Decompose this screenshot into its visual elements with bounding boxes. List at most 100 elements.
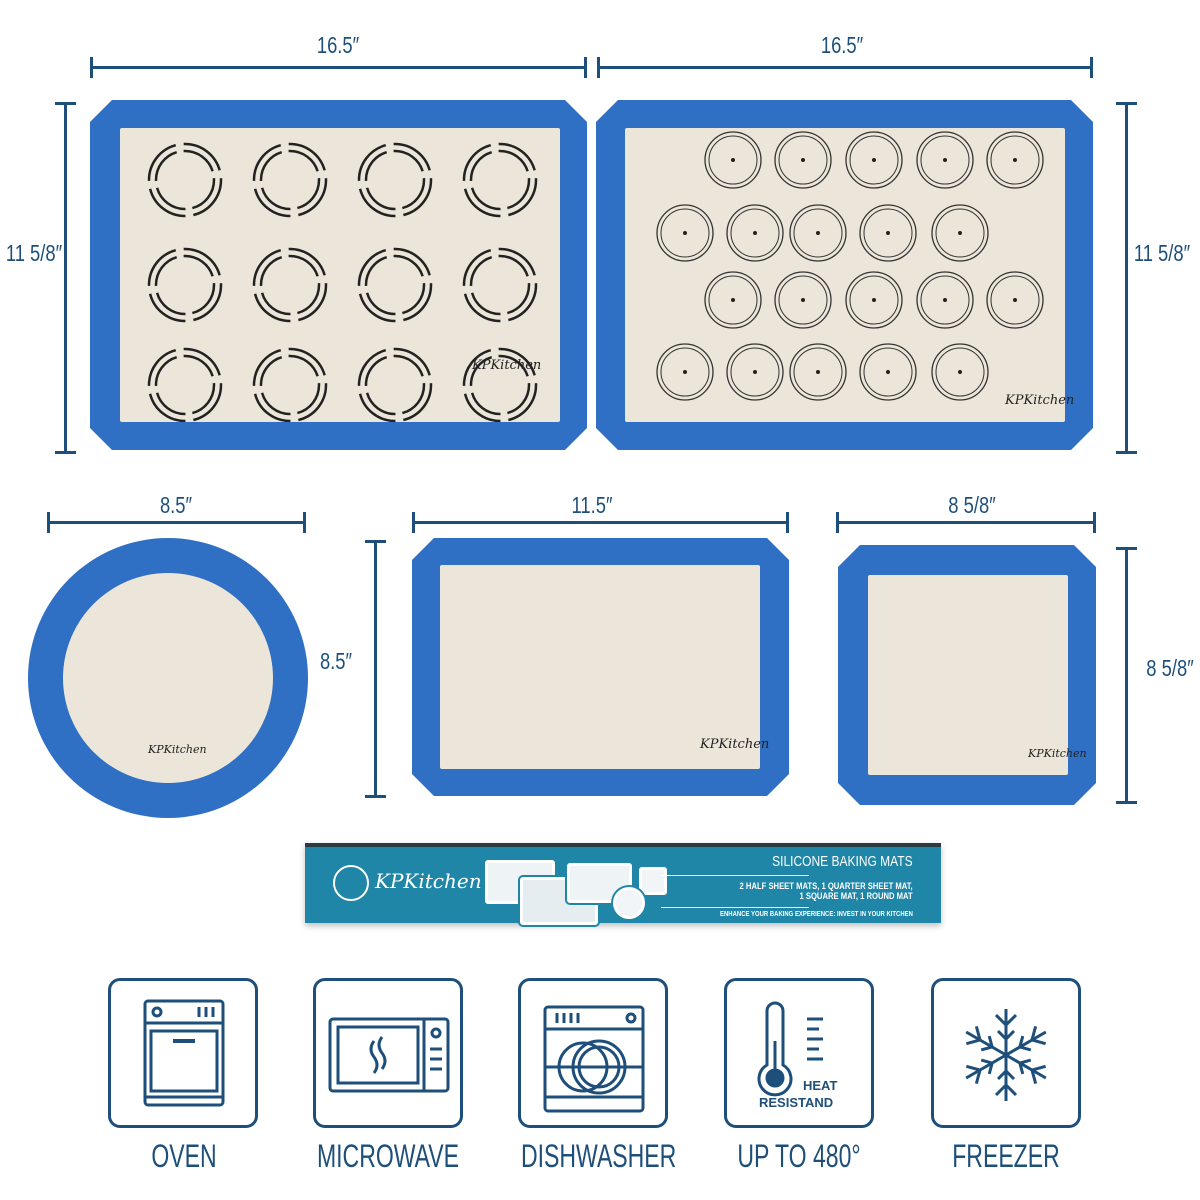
mat-illustration xyxy=(639,867,667,895)
mat-surface: KPKitchen xyxy=(625,128,1065,422)
divider xyxy=(661,907,809,908)
cookie-ring-outer xyxy=(464,144,536,216)
macaron-center-dot xyxy=(943,298,947,302)
dimension-label: 8.5″ xyxy=(319,648,353,674)
mat-illustration xyxy=(613,887,645,919)
cookie-ring-outer xyxy=(359,144,431,216)
macaron-center-dot xyxy=(801,158,805,162)
thermometer-icon xyxy=(757,1001,823,1097)
contents-line: 2 HALF SHEET MATS, 1 QUARTER SHEET MAT, xyxy=(739,881,913,891)
heat-badge-line2: RESISTAND xyxy=(759,1095,834,1110)
macaron-circle-inner xyxy=(936,348,984,396)
heat-badge-line1: HEAT xyxy=(803,1078,838,1093)
dimension-label: 8.5″ xyxy=(159,492,193,518)
cookie-ring-inner xyxy=(156,256,214,314)
macaron-circle-inner xyxy=(794,209,842,257)
macaron-center-dot xyxy=(731,158,735,162)
feature-freezer xyxy=(931,978,1081,1128)
microwave-icon xyxy=(328,1017,450,1093)
cookie-ring-outer xyxy=(149,349,221,421)
macaron-circle-outer xyxy=(775,132,831,188)
macaron-circle-inner xyxy=(991,276,1039,324)
snowflake-icon xyxy=(959,1009,1053,1103)
macaron-circle-outer xyxy=(775,272,831,328)
dimension-line xyxy=(47,512,306,533)
feature-label: UP TO 480° xyxy=(737,1138,861,1174)
macaron-circle-inner xyxy=(921,276,969,324)
macaron-circle-outer xyxy=(846,272,902,328)
macaron-circle-inner xyxy=(864,209,912,257)
macaron-circle-inner xyxy=(731,209,779,257)
macaron-circle-outer xyxy=(846,132,902,188)
cookie-ring-inner xyxy=(366,256,424,314)
dimension-line xyxy=(412,512,789,533)
cookie-ring-inner xyxy=(366,151,424,209)
macaron-circle-inner xyxy=(850,276,898,324)
dimension-label: 11 5/8″ xyxy=(5,240,63,266)
dimension-line xyxy=(836,512,1096,533)
cookie-ring-outer xyxy=(254,249,326,321)
cookie-ring-inner xyxy=(366,356,424,414)
oven-icon xyxy=(143,999,225,1107)
cookie-ring-inner xyxy=(471,256,529,314)
macaron-center-dot xyxy=(1013,158,1017,162)
macaron-circle-inner xyxy=(731,348,779,396)
macaron-center-dot xyxy=(958,231,962,235)
cookie-ring-inner xyxy=(471,356,529,414)
cookie-ring-inner xyxy=(156,151,214,209)
macaron-center-dot xyxy=(872,158,876,162)
dimension-line xyxy=(1116,547,1137,804)
mat-illustration xyxy=(567,863,632,903)
feature-dishwasher xyxy=(518,978,668,1128)
macaron-center-dot xyxy=(958,370,962,374)
kpkitchen-logo: KPKitchen xyxy=(700,737,770,752)
cookie-ring-outer xyxy=(254,144,326,216)
macaron-circle-outer xyxy=(917,132,973,188)
macaron-circle-inner xyxy=(850,136,898,184)
half-sheet-mat-macaron-circles: KPKitchen xyxy=(596,100,1093,450)
dimension-line xyxy=(90,57,587,78)
dimension-label: 8 5/8″ xyxy=(948,492,996,518)
divider xyxy=(661,875,809,876)
macaron-center-dot xyxy=(683,231,687,235)
dimension-label: 16.5″ xyxy=(316,32,360,58)
macaron-circle-inner xyxy=(709,136,757,184)
macaron-circle-outer xyxy=(932,205,988,261)
round-mat: KPKitchen xyxy=(28,538,308,818)
dishwasher-icon xyxy=(543,1005,645,1113)
macaron-circle-inner xyxy=(991,136,1039,184)
macaron-circle-inner xyxy=(779,276,827,324)
mat-surface: KPKitchen xyxy=(440,565,760,769)
mat-surface: KPKitchen xyxy=(120,128,560,422)
chef-hat-logo-icon xyxy=(333,865,369,901)
macaron-circle-outer xyxy=(932,344,988,400)
macaron-circle-outer xyxy=(705,132,761,188)
cookie-ring-outer xyxy=(359,249,431,321)
half-sheet-mat-macaron-rings: KPKitchen xyxy=(90,100,587,450)
kpkitchen-logo: KPKitchen xyxy=(148,743,207,756)
cookie-ring-outer xyxy=(359,349,431,421)
square-mat: KPKitchen xyxy=(838,545,1096,805)
macaron-center-dot xyxy=(886,231,890,235)
macaron-center-dot xyxy=(886,370,890,374)
cookie-ring-outer xyxy=(149,249,221,321)
macaron-circle-inner xyxy=(936,209,984,257)
cookie-ring-inner xyxy=(471,151,529,209)
macaron-center-dot xyxy=(683,370,687,374)
macaron-circle-guides xyxy=(625,128,1065,422)
macaron-circle-inner xyxy=(921,136,969,184)
package-tagline: ENHANCE YOUR BAKING EXPERIENCE: INVEST I… xyxy=(720,911,913,918)
package-brand: KPKitchen xyxy=(375,869,482,893)
feature-heat-resistant: HEAT RESISTAND xyxy=(724,978,874,1128)
macaron-circle-inner xyxy=(864,348,912,396)
macaron-circle-inner xyxy=(709,276,757,324)
cookie-ring-outer xyxy=(149,144,221,216)
cookie-ring-inner xyxy=(156,356,214,414)
feature-oven xyxy=(108,978,258,1128)
macaron-circle-outer xyxy=(790,344,846,400)
macaron-circle-outer xyxy=(657,205,713,261)
dimension-line xyxy=(55,102,76,454)
feature-microwave xyxy=(313,978,463,1128)
package-title: SILICONE BAKING MATS xyxy=(772,853,913,870)
dimension-label: 8 5/8″ xyxy=(1146,655,1194,681)
